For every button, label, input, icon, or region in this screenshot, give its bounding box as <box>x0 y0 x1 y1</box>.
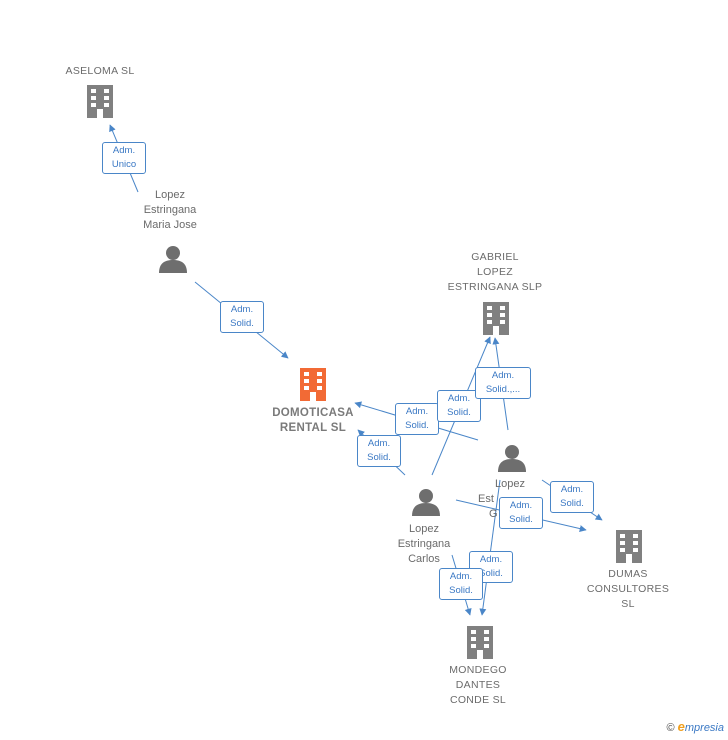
edge-label-line: Adm. <box>509 500 533 511</box>
edge-label-line: Adm. <box>491 370 515 381</box>
edge-label-line: Solid.,... <box>485 384 521 395</box>
node-label-line: Estringana <box>143 204 197 216</box>
edge-label-line: Adm. <box>447 393 471 404</box>
node-label-line: Est <box>478 493 494 505</box>
edge-label-line: Adm. <box>449 571 473 582</box>
edge-label-line: Solid. <box>230 318 254 329</box>
edge-label-e8[interactable]: Adm. Solid. <box>499 497 543 529</box>
node-label-line: DANTES <box>455 679 501 691</box>
node-label-line: G <box>489 508 498 520</box>
node-label-g-person[interactable]: Lopez Est G <box>470 477 550 522</box>
edge-label-line: Adm. <box>560 484 584 495</box>
node-label-aseloma[interactable]: ASELOMA SL <box>40 64 160 79</box>
node-label-domoticasa[interactable]: DOMOTICASA RENTAL SL <box>248 406 378 436</box>
node-label-mondego[interactable]: MONDEGO DANTES CONDE SL <box>420 663 536 708</box>
person-icon[interactable] <box>159 246 187 273</box>
node-label-carlos[interactable]: Lopez Estringana Carlos <box>374 522 474 567</box>
person-icon[interactable] <box>498 445 526 472</box>
person-icon[interactable] <box>412 489 440 516</box>
node-label-line: SL <box>621 598 635 610</box>
edge-label-line: Solid. <box>447 407 471 418</box>
node-label-gabriel[interactable]: GABRIEL LOPEZ ESTRINGANA SLP <box>430 250 560 295</box>
edge-label-e2[interactable]: Adm. Solid. <box>220 301 264 333</box>
edge-label-line: Adm. <box>367 438 391 449</box>
brand-footer[interactable]: ©empresia <box>667 719 724 734</box>
building-icon[interactable] <box>87 85 113 118</box>
node-label-line: DOMOTICASA <box>272 407 354 419</box>
brand-name: mpresia <box>684 722 724 734</box>
edge-label-line: Solid. <box>560 498 584 509</box>
edge-label-line: Adm. <box>230 304 254 315</box>
node-label-dumas[interactable]: DUMAS CONSULTORES SL <box>570 567 686 612</box>
building-icon[interactable] <box>467 626 493 659</box>
edge-label-e4[interactable]: Adm. Solid. <box>357 435 401 467</box>
node-label-line: Maria Jose <box>143 219 197 231</box>
node-label-line: GABRIEL <box>471 251 519 263</box>
edge-label-line: Solid. <box>449 585 473 596</box>
edge-label-line: Adm. <box>405 406 429 417</box>
edge-label-e3[interactable]: Adm. Solid. <box>395 403 439 435</box>
node-label-line: Carlos <box>408 553 440 565</box>
node-label-line: ESTRINGANA SLP <box>447 281 543 293</box>
edge-label-e6[interactable]: Adm. Solid.,... <box>475 367 531 399</box>
edge-label-e5[interactable]: Adm. Solid. <box>437 390 481 422</box>
edge-label-line: Adm. <box>479 554 503 565</box>
edge-label-line: Adm. <box>112 145 136 156</box>
node-label-line: RENTAL SL <box>279 422 347 434</box>
node-label-line: Lopez <box>495 478 525 490</box>
node-label-line: CONSULTORES <box>586 583 670 595</box>
edge-label-e7[interactable]: Adm. Solid. <box>550 481 594 513</box>
copyright-icon: © <box>666 722 675 734</box>
node-label-line: DUMAS <box>608 568 648 580</box>
node-label-line: CONDE SL <box>449 694 507 706</box>
edge-label-line: Solid. <box>405 420 429 431</box>
node-label-line: LOPEZ <box>477 266 513 278</box>
building-icon[interactable] <box>616 530 642 563</box>
edge-label-e1[interactable]: Adm. Unico <box>102 142 146 174</box>
node-label-line: Lopez <box>409 523 439 535</box>
edge-label-line: Solid. <box>509 514 533 525</box>
edge-label-e10[interactable]: Adm. Solid. <box>439 568 483 600</box>
edge-label-line: Unico <box>111 159 137 170</box>
edge-line-e9 <box>479 479 501 616</box>
edge-label-line: Solid. <box>479 568 503 579</box>
node-label-line: ASELOMA SL <box>65 65 135 77</box>
edge-label-line: Solid. <box>367 452 391 463</box>
node-label-maria[interactable]: Lopez Estringana Maria Jose <box>120 188 220 233</box>
node-label-line: Lopez <box>155 189 185 201</box>
brand-initial: e <box>677 719 685 734</box>
node-label-line: MONDEGO <box>449 664 507 676</box>
main-building-icon[interactable] <box>300 368 326 401</box>
building-icon[interactable] <box>483 302 509 335</box>
node-label-line: Estringana <box>397 538 451 550</box>
